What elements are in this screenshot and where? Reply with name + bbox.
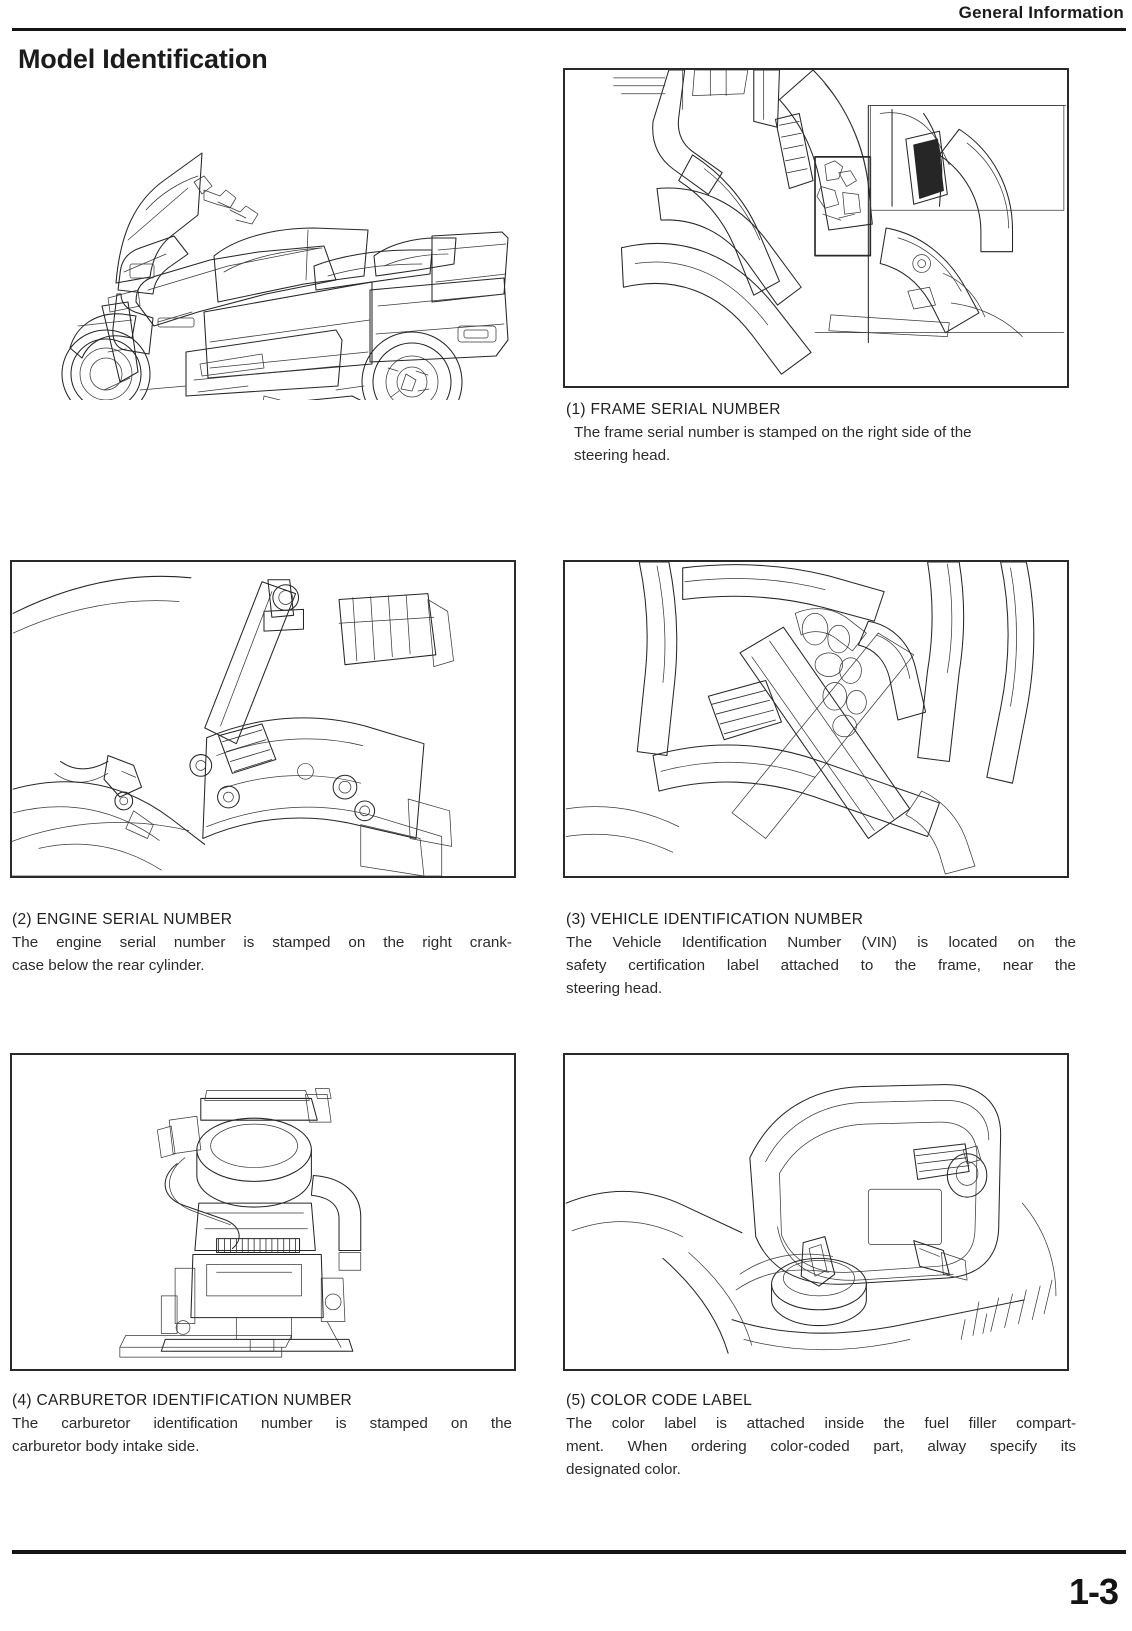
footer-divider <box>12 1550 1126 1554</box>
caption-line: designated color. <box>566 1461 681 1478</box>
caption-carburetor-identification-number: (4) CARBURETOR IDENTIFICATION NUMBER The… <box>12 1392 512 1458</box>
page-header: General Information <box>0 0 1132 31</box>
engine-serial-number-illustration <box>10 560 516 878</box>
caption-frame-serial-number-body: The frame serial number is stamped on th… <box>566 421 1076 467</box>
caption-line: steering head. <box>566 980 663 997</box>
page-title: Model Identification <box>18 44 268 74</box>
caption-line: The frame serial number is stamped on th… <box>574 424 972 441</box>
caption-vehicle-identification-number-body: The Vehicle Identification Number (VIN) … <box>566 931 1076 1000</box>
page-number: 1-3 <box>1068 1571 1119 1612</box>
vehicle-identification-number-illustration <box>563 560 1069 878</box>
caption-line: carburetor body intake side. <box>12 1438 200 1455</box>
frame-serial-number-illustration <box>563 68 1069 388</box>
caption-frame-serial-number-title: (1) FRAME SERIAL NUMBER <box>566 401 781 418</box>
carburetor-identification-number-illustration <box>10 1053 516 1371</box>
color-code-label-illustration <box>563 1053 1069 1371</box>
motorcycle-side-view-illustration <box>18 90 538 400</box>
caption-line: ment. When ordering color-coded part, al… <box>566 1438 1076 1455</box>
caption-line: case below the rear cylinder. <box>12 957 205 974</box>
caption-vehicle-identification-number: (3) VEHICLE IDENTIFICATION NUMBER The Ve… <box>566 911 1076 1000</box>
caption-frame-serial-number: (1) FRAME SERIAL NUMBER The frame serial… <box>566 401 1076 467</box>
caption-engine-serial-number: (2) ENGINE SERIAL NUMBER The engine seri… <box>12 911 512 977</box>
caption-color-code-label: (5) COLOR CODE LABEL The color label is … <box>566 1392 1076 1481</box>
header-title: General Information <box>958 3 1124 22</box>
caption-vehicle-identification-number-title: (3) VEHICLE IDENTIFICATION NUMBER <box>566 911 864 928</box>
caption-line: The engine serial number is stamped on t… <box>12 934 512 951</box>
caption-line: The carburetor identification number is … <box>12 1415 512 1432</box>
caption-engine-serial-number-title: (2) ENGINE SERIAL NUMBER <box>12 911 233 928</box>
caption-color-code-label-title: (5) COLOR CODE LABEL <box>566 1392 753 1409</box>
header-divider <box>12 28 1126 31</box>
caption-line: The color label is attached inside the f… <box>566 1415 1076 1432</box>
caption-carburetor-identification-number-body: The carburetor identification number is … <box>12 1412 512 1458</box>
caption-line: The Vehicle Identification Number (VIN) … <box>566 934 1076 951</box>
caption-line: steering head. <box>574 447 671 464</box>
caption-line: safety certification label attached to t… <box>566 957 1076 974</box>
caption-carburetor-identification-number-title: (4) CARBURETOR IDENTIFICATION NUMBER <box>12 1392 353 1409</box>
caption-color-code-label-body: The color label is attached inside the f… <box>566 1412 1076 1481</box>
caption-engine-serial-number-body: The engine serial number is stamped on t… <box>12 931 512 977</box>
